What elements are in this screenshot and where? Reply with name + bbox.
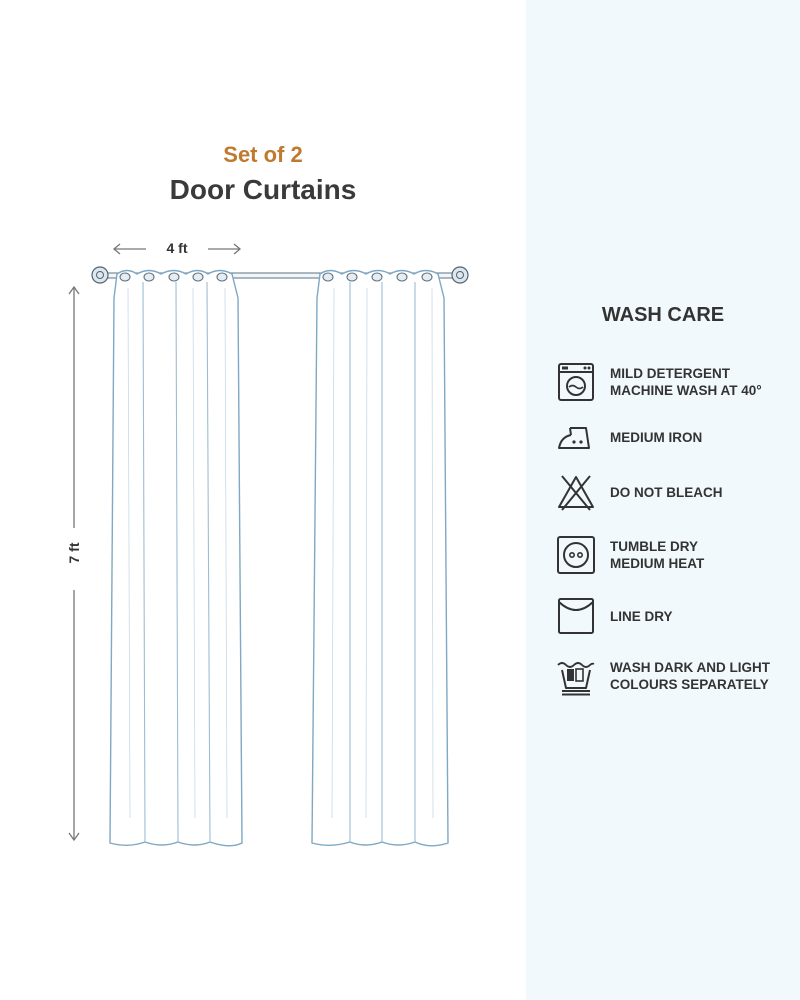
care-item-machine-wash: MILD DETERGENT MACHINE WASH AT 40° bbox=[556, 362, 796, 402]
care-item-line: DO NOT BLEACH bbox=[610, 484, 723, 500]
height-arrow-icon bbox=[68, 285, 80, 842]
separate-colours-icon bbox=[557, 662, 595, 696]
care-item-no-bleach: DO NOT BLEACH bbox=[556, 472, 796, 512]
care-item-separate-colours: WASH DARK AND LIGHT COLOURS SEPARATELY bbox=[556, 656, 796, 696]
wash-care-panel bbox=[526, 0, 800, 1000]
care-item-line: TUMBLE DRY bbox=[610, 539, 698, 554]
wash-care-title: WASH CARE bbox=[601, 304, 725, 326]
product-title: Door Curtains bbox=[169, 174, 357, 205]
tumble-dry-icon bbox=[557, 536, 595, 574]
set-count-subtitle: Set of 2 bbox=[223, 142, 303, 167]
care-item-line: MEDIUM IRON bbox=[610, 429, 703, 445]
no-bleach-icon bbox=[558, 475, 594, 511]
care-item-iron: MEDIUM IRON bbox=[556, 417, 796, 457]
dimension-arrows bbox=[68, 243, 242, 842]
width-arrow-icon bbox=[112, 243, 242, 255]
right-grommets bbox=[322, 272, 433, 282]
care-item-line: COLOURS SEPARATELY bbox=[610, 677, 769, 692]
care-item-line-dry: LINE DRY bbox=[556, 596, 796, 636]
care-item-line: LINE DRY bbox=[610, 608, 673, 624]
care-item-line: WASH DARK AND LIGHT bbox=[610, 660, 770, 675]
right-curtain-panel bbox=[311, 269, 449, 847]
care-item-line: MEDIUM HEAT bbox=[610, 556, 705, 571]
washing-machine-icon bbox=[558, 363, 594, 401]
curtain-rod-icon bbox=[91, 266, 469, 284]
care-item-line: MACHINE WASH AT 40° bbox=[610, 383, 762, 398]
width-measurement: 4 ft bbox=[166, 240, 188, 256]
iron-icon bbox=[558, 427, 590, 449]
care-item-line: MILD DETERGENT bbox=[610, 366, 730, 381]
line-dry-icon bbox=[558, 598, 594, 634]
care-item-tumble-dry: TUMBLE DRY MEDIUM HEAT bbox=[556, 535, 796, 575]
left-curtain-panel bbox=[109, 269, 243, 847]
curtains-drawing bbox=[91, 266, 469, 847]
curtain-illustration-panel: Set of 2 Door Curtains 4 ft 7 ft bbox=[66, 142, 469, 847]
left-grommets bbox=[119, 272, 228, 282]
